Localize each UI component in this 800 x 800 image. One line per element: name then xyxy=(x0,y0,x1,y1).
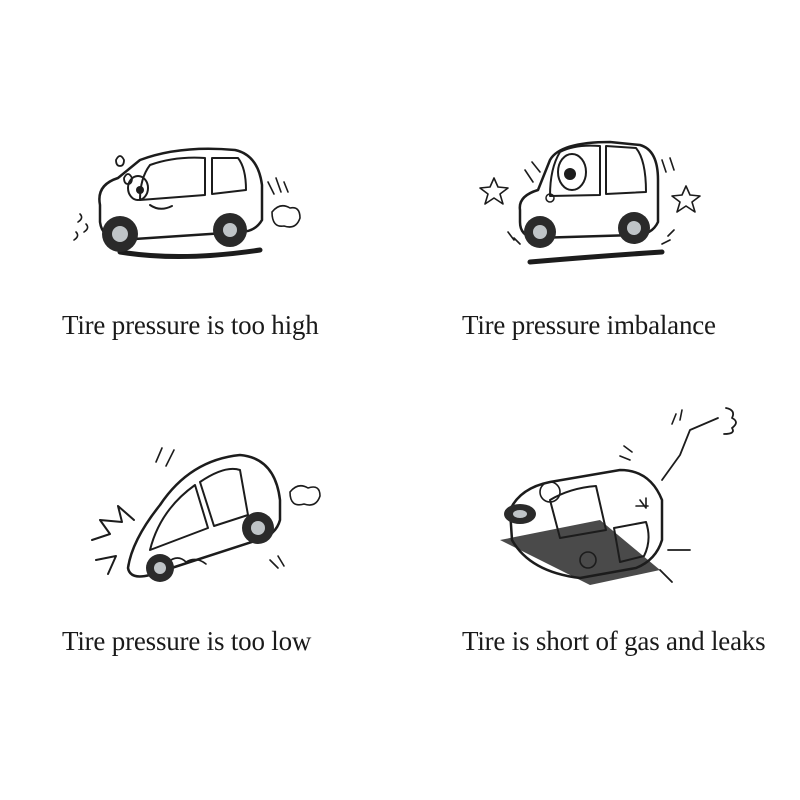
caption-too-high: Tire pressure is too high xyxy=(62,310,319,340)
panel-leaks: Tire is short of gas and leaks xyxy=(400,400,800,800)
panel-too-high: Tire pressure is too high xyxy=(0,0,400,400)
caption-too-low: Tire pressure is too low xyxy=(62,626,312,656)
car-flipped-illustration xyxy=(500,407,737,585)
panel-too-low: Tire pressure is too low xyxy=(0,400,400,800)
car-nosedive-illustration xyxy=(91,447,321,582)
panel-imbalance: Tire pressure imbalance xyxy=(400,0,800,400)
caption-imbalance: Tire pressure imbalance xyxy=(462,310,716,340)
car-tilted-illustration xyxy=(479,140,701,265)
caption-leaks: Tire is short of gas and leaks xyxy=(462,626,766,656)
car-bouncing-illustration xyxy=(73,147,301,260)
